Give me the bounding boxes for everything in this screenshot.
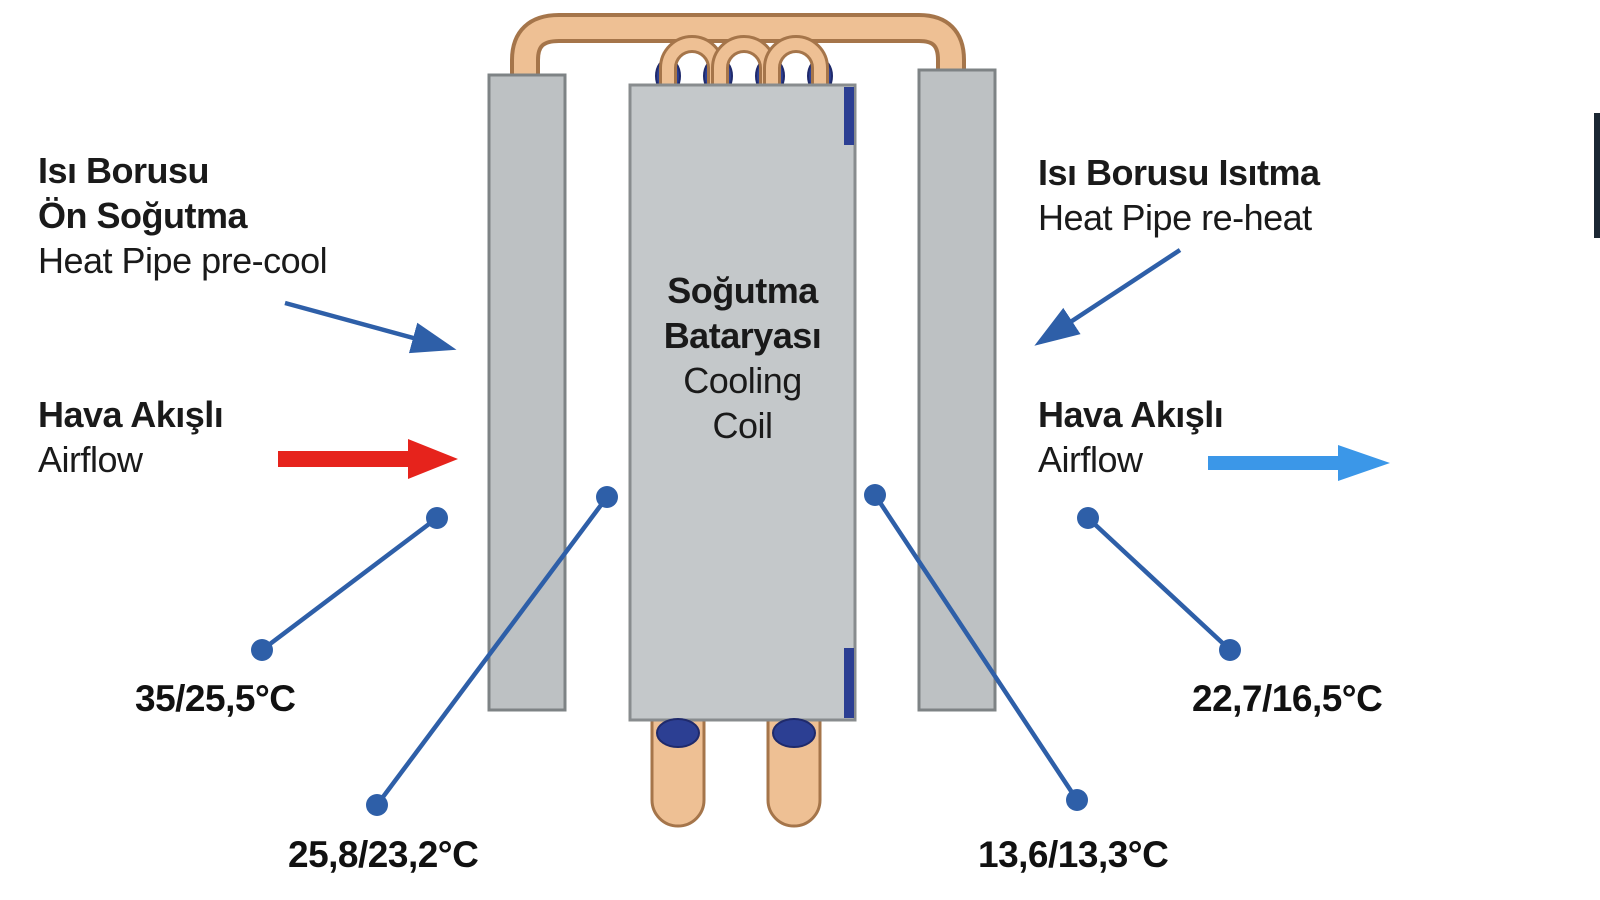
pre-cool-label-en: Heat Pipe pre-cool (38, 240, 328, 281)
leader-inlet-dot-bottom (251, 639, 273, 661)
leader-outlet-dot-top (1077, 507, 1099, 529)
coil-label-en-1: Cooling (683, 360, 802, 401)
heat-pipe-top-loop (510, 13, 966, 94)
coil-label-en-2: Coil (712, 405, 773, 446)
leader-after-precool-dot-bottom (366, 794, 388, 816)
leader-after-coil-dot-bottom (1066, 789, 1088, 811)
cooling-coil-body (628, 83, 857, 722)
edge-artifact (1594, 113, 1600, 238)
leader-inlet (260, 516, 439, 652)
re-heat-label-en: Heat Pipe re-heat (1038, 197, 1312, 238)
leader-after-coil (873, 493, 1079, 802)
bottom-connector-right (772, 718, 816, 748)
heat-pipe-pre-cool-label: Isı Borusu Ön Soğutma Heat Pipe pre-cool (38, 148, 328, 283)
re-heat-pointer-arrow (1034, 248, 1182, 346)
pre-cool-panel (487, 73, 567, 712)
coil-accent-top (844, 87, 854, 145)
airflow-in-arrow (278, 439, 458, 479)
bottom-connector-left (656, 718, 700, 748)
airflow-in-label: Hava Akışlı Airflow (38, 392, 224, 482)
coil-label-tr-2: Bataryası (663, 315, 822, 356)
pre-cool-label-tr-1: Isı Borusu (38, 150, 210, 191)
leader-after-precool (375, 495, 609, 807)
temp-outlet: 22,7/16,5°C (1192, 678, 1383, 719)
leader-outlet-dot-bottom (1219, 639, 1241, 661)
temperature-leaders (251, 484, 1241, 816)
leader-outlet (1086, 516, 1232, 652)
airflow-out-label-en: Airflow (1038, 439, 1143, 480)
leader-after-precool-dot-top (596, 486, 618, 508)
cooling-coil-label: Soğutma Bataryası Cooling Coil (630, 268, 855, 448)
temp-inlet: 35/25,5°C (135, 678, 296, 719)
pre-cool-label-tr-2: Ön Soğutma (38, 195, 248, 236)
airflow-out-arrow (1208, 445, 1390, 481)
heat-pipe-re-heat-label: Isı Borusu Isıtma Heat Pipe re-heat (1038, 150, 1320, 240)
coil-accent-bottom (844, 648, 854, 718)
airflow-out-label: Hava Akışlı Airflow (1038, 392, 1224, 482)
coil-label-tr-1: Soğutma (667, 270, 818, 311)
re-heat-panel (917, 68, 997, 712)
temp-after-coil: 13,6/13,3°C (978, 834, 1169, 875)
airflow-in-label-en: Airflow (38, 439, 143, 480)
leader-inlet-dot-top (426, 507, 448, 529)
airflow-out-label-tr: Hava Akışlı (1038, 394, 1224, 435)
pre-cool-pointer-arrow (284, 300, 457, 354)
re-heat-label-tr: Isı Borusu Isıtma (1038, 152, 1320, 193)
leader-after-coil-dot-top (864, 484, 886, 506)
airflow-in-label-tr: Hava Akışlı (38, 394, 224, 435)
temp-after-precool: 25,8/23,2°C (288, 834, 479, 875)
